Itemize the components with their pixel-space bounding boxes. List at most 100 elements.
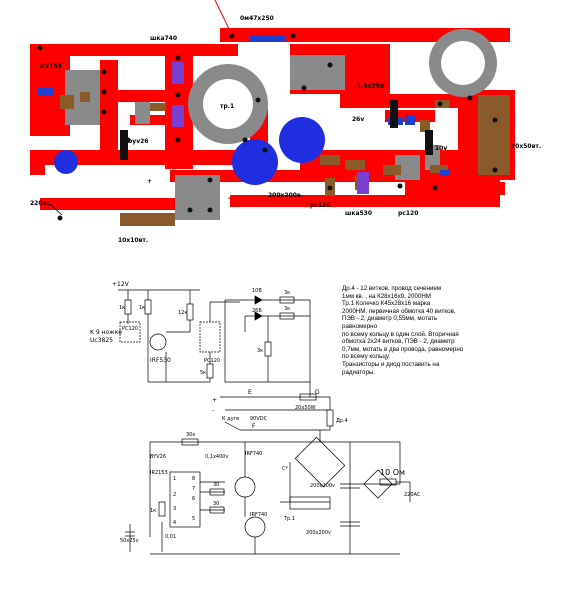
chip-heatsink-top [290,55,345,90]
diode-right-mid [405,115,415,125]
pcb-layout: 0м47х250 шка740 ir2153 тр.1 byv26 1.5х25… [30,0,541,244]
label-minus: - [228,195,231,202]
sch-label-ic: Uc3825 [90,337,113,344]
track-bottom-left [40,198,180,210]
pad [301,85,307,91]
sch-label-kduga: К дуге [222,416,239,422]
wire [224,421,241,431]
resistor-3k-b [279,312,295,320]
pad [437,101,443,107]
track-bottom-right [405,182,505,195]
sch-label-3k-c: 3к [257,348,263,354]
diode-left [38,88,53,95]
pad [432,185,438,191]
resistor-30-b [209,506,225,514]
resistor-1k-b [144,299,152,315]
sch-label-pin6: 6 [192,496,195,502]
sch-label-30k: 30к [186,432,195,438]
cap-large-2 [279,117,325,163]
label-10v: 10v [435,145,447,152]
choke-dr4 [326,409,334,427]
leader-line [214,0,233,36]
diode-top-wire [250,35,285,42]
label-plus: + [147,178,152,185]
diode-byv26 [120,130,128,160]
pad [37,45,43,51]
leader-line-220 [49,203,63,216]
pad [467,95,473,101]
diode-bridge [294,436,346,488]
label-shk530: шка530 [345,210,372,217]
pad [327,185,333,191]
track-right-vertical [458,90,473,175]
sch-label-irf530: IRF530 [150,357,171,364]
pad [175,55,181,61]
pad [290,33,296,39]
resistor-1k-c [158,501,166,517]
sch-label-90v: 90VDC [250,416,268,422]
note-line: Тр.1 Колечко К45х28х16 марка [342,300,431,308]
sch-label-pin1: 1 [173,476,176,482]
shunt-shk530 [357,172,369,194]
schematic: +12V 1к 1к 12к PC120 PC120 K 9 ножке Uc3… [90,281,421,555]
pad [492,167,498,173]
note-line: 1мм кв. , на К28х16х9, 2000НМ [342,292,431,300]
resistor-12k [186,303,194,321]
pad [492,117,498,123]
pad [327,62,333,68]
sch-label-pin5: 5 [192,516,195,522]
diode-low [440,170,450,176]
note-line: равномерно [342,322,378,330]
sch-label-irf740b: IRF740 [250,512,267,518]
label-ir2153: ir2153 [40,63,62,70]
note-line: Др.4 - 12 витков, провод сечением [342,285,442,292]
chip-ir2153-box [169,471,201,528]
track-left-lower [30,150,260,175]
pad [242,137,248,143]
resistor-c [150,103,166,111]
sch-label-byv26: BYV26 [150,454,166,460]
resistor-i [420,120,430,132]
zener-10v [254,295,263,305]
resistor-30k [181,438,199,446]
resistor-g [383,165,401,175]
sch-label-30a: 30 [213,482,219,488]
sch-label-pin7: 7 [192,486,195,492]
note-line: 0,7мм, мотать в два провода, равномерно [342,345,464,353]
label-wire-top: 0м47х250 [240,15,274,22]
sch-label-tr1: Тр.1 [283,516,295,522]
sch-label-200b: 200х200v [306,530,331,536]
resistor-5k [206,363,214,379]
note-line: по всему кольцу. [342,353,391,361]
sch-label-50x25: 50х25v [120,538,139,544]
zener-26v [254,311,263,321]
sch-label-r5k: 5к [200,370,206,376]
resistor-3k-a [279,296,295,304]
pc120-right [199,321,221,353]
label-pc120b: pc120 [398,210,418,217]
pad [175,92,181,98]
resistor-e [345,160,365,170]
sch-label-r1k-a: 1к [119,305,125,311]
sch-label-3k-b: 3к [284,306,290,312]
shunt-shk740-b [172,105,184,127]
label-r15x250: 1.5х250 [357,83,384,90]
track-top-main [220,28,510,42]
pad [101,69,107,75]
pad [262,147,268,153]
sch-label-3k-a: 3к [284,290,290,296]
sch-label-10v: 10В [252,288,262,294]
resistor-3k-c [264,341,272,357]
cap-large-1 [232,139,278,185]
diode-10v [425,130,433,155]
note-line: ПЭВ - 2, диаметр 0,55мм, мотать [342,315,438,323]
sch-label-20x50: 20х50W [295,405,316,411]
label-r10x10: 10х10вт. [118,237,148,244]
sch-label-plus12: +12V [112,281,130,288]
sch-label-minus: - [212,407,214,414]
resistor-r20x50 [478,95,510,175]
pad [207,207,213,213]
note-line: радиаторы. [342,368,376,376]
track-mid-left-b [100,60,118,150]
label-byv26: byv26 [128,138,148,145]
